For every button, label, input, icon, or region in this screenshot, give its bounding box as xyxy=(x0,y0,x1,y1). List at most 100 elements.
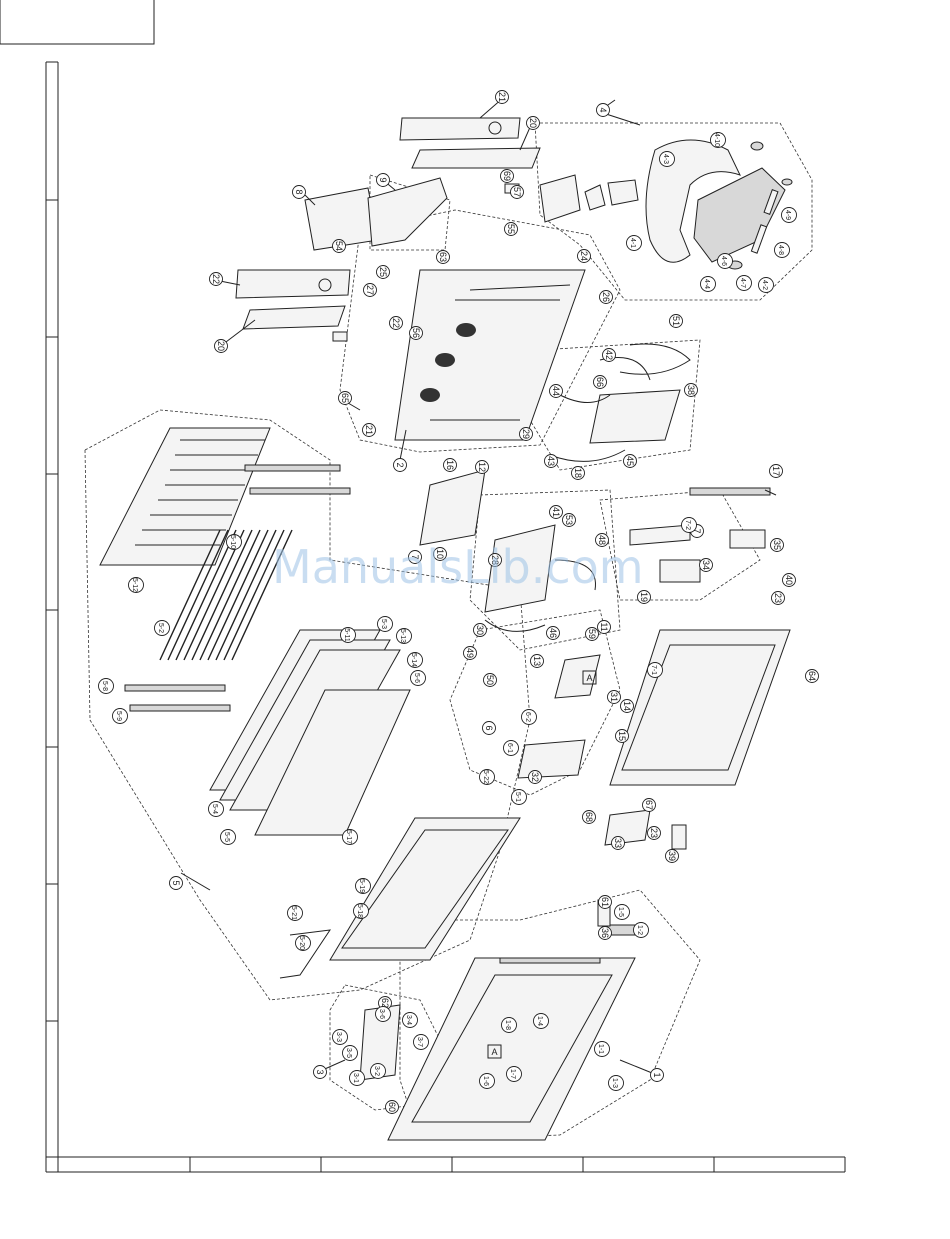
callout-number: 20 xyxy=(216,341,226,351)
callout-number: 3 xyxy=(315,1069,325,1074)
callout-number: 35 xyxy=(772,540,782,550)
callout-number: 1-3 xyxy=(611,1078,618,1088)
callout-c23b: 23 xyxy=(647,826,661,840)
speaker-grille-20 xyxy=(411,147,541,169)
callout-c1-7: 1-7 xyxy=(506,1066,522,1082)
callout-circle xyxy=(353,903,369,919)
callout-number: 31 xyxy=(609,692,619,702)
callout-number: 21 xyxy=(364,425,374,435)
callout-number: 33 xyxy=(613,838,623,848)
callout-number: 30 xyxy=(475,625,485,635)
callout-c3-7: 3-7 xyxy=(413,1034,429,1050)
callout-number: 57 xyxy=(512,187,522,197)
callout-c55: 55 xyxy=(504,222,518,236)
callout-circle xyxy=(521,709,537,725)
callout-circle xyxy=(436,250,450,264)
callout-circle xyxy=(710,132,726,148)
callout-c53: 53 xyxy=(562,513,576,527)
callout-circle xyxy=(526,116,540,130)
callout-c45: 45 xyxy=(623,454,637,468)
callout-circle xyxy=(700,276,716,292)
callout-circle xyxy=(443,458,457,472)
callout-number: 3-6 xyxy=(378,1009,385,1019)
callout-c5-21: 5-21 xyxy=(287,905,303,921)
callout-circle xyxy=(295,935,311,951)
callout-number: 1-4 xyxy=(536,1016,543,1026)
callout-c22: 22 xyxy=(209,272,223,286)
backlight-frame xyxy=(99,427,271,566)
group-4-outline xyxy=(534,122,813,301)
callout-circle xyxy=(642,798,656,812)
callout-c5-14: 5-14 xyxy=(407,652,423,668)
callout-number: 12 xyxy=(477,462,487,472)
callout-c4-2: 4-2 xyxy=(758,277,774,293)
callout-c5-13: 5-13 xyxy=(396,628,412,644)
callout-c5-5: 5-5 xyxy=(220,829,236,845)
callout-c68: 68 xyxy=(582,810,596,824)
callout-circle xyxy=(98,678,114,694)
callout-number: 7-1 xyxy=(650,665,657,675)
callout-circle xyxy=(598,895,612,909)
callout-c3-5: 3-5 xyxy=(342,1045,358,1061)
callout-number: 65 xyxy=(340,393,350,403)
callout-c2: 2 xyxy=(393,458,407,472)
callout-number: 67 xyxy=(644,800,654,810)
callout-circle xyxy=(608,1075,624,1091)
callout-circle xyxy=(482,721,496,735)
callout-c5-18: 5-18 xyxy=(353,903,369,919)
stand-arm xyxy=(645,139,741,263)
main-frame-57 xyxy=(609,629,791,786)
callout-number: 28 xyxy=(490,555,500,565)
callout-c5-12: 5-12 xyxy=(128,577,144,593)
callout-circle xyxy=(479,1073,495,1089)
callout-number: 1-2 xyxy=(636,925,643,935)
callout-c5-10: 5-10 xyxy=(226,534,242,550)
unit-34 xyxy=(659,559,701,583)
callout-circle xyxy=(479,769,495,785)
callout-number: 5-2 xyxy=(157,623,164,633)
callout-c5-19: 5-19 xyxy=(355,878,371,894)
callout-circle xyxy=(342,829,358,845)
callout-circle xyxy=(593,375,607,389)
callout-c36: 36 xyxy=(598,926,612,940)
callout-number: 4 xyxy=(598,107,608,112)
callout-circle xyxy=(782,573,796,587)
callout-number: 9 xyxy=(378,177,388,182)
callout-circle xyxy=(407,652,423,668)
callout-number: 5-3 xyxy=(380,619,387,629)
pad-69b xyxy=(332,331,348,342)
callout-circle xyxy=(332,1029,348,1045)
callout-number: 3-4 xyxy=(405,1015,412,1025)
callout-circle xyxy=(332,239,346,253)
callout-c66: 66 xyxy=(593,375,607,389)
callout-c26: 26 xyxy=(599,290,613,304)
callout-number: 5-4 xyxy=(211,804,218,814)
unit-35 xyxy=(729,529,766,549)
callout-number: 4-7 xyxy=(739,278,746,288)
cable-49 xyxy=(484,619,546,632)
callout-number: 36 xyxy=(600,928,610,938)
callout-number: 25 xyxy=(378,267,388,277)
callout-circle xyxy=(530,654,544,668)
rear-cabinet-2 xyxy=(394,269,586,441)
group-1-outline xyxy=(399,889,701,1141)
callout-number: 5-17 xyxy=(345,830,352,844)
callout-number: 4-4 xyxy=(703,279,710,289)
cable-51 xyxy=(619,343,691,375)
callout-circle xyxy=(614,904,630,920)
callout-circle xyxy=(598,926,612,940)
callout-number: 6-1 xyxy=(506,743,513,753)
top-speaker-panel xyxy=(399,117,541,194)
holder-5-9-top xyxy=(249,487,351,495)
callout-circle xyxy=(585,627,599,641)
callout-circle xyxy=(549,505,563,519)
callout-c20b: 20 xyxy=(214,339,228,353)
callout-number: 5-22 xyxy=(482,770,489,784)
callout-circle xyxy=(393,458,407,472)
callout-c4-10: 4-10 xyxy=(710,132,726,148)
callout-c25: 25 xyxy=(376,265,390,279)
callout-number: 19 xyxy=(639,592,649,602)
callout-c23: 23 xyxy=(771,591,785,605)
callout-c5-8: 5-8 xyxy=(98,678,114,694)
bracket-7 xyxy=(629,524,691,546)
